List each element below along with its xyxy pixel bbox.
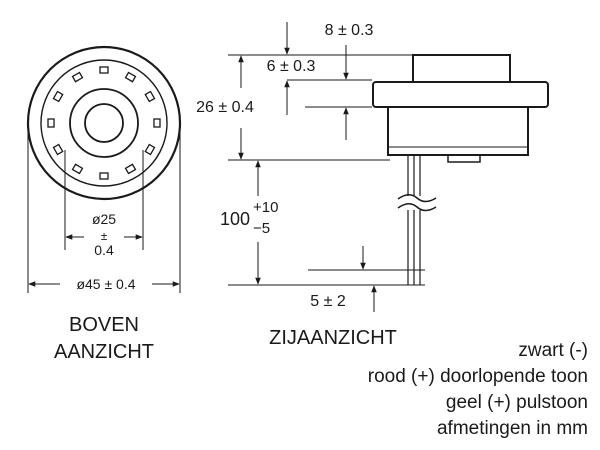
rim-slot	[124, 71, 137, 83]
wire-legend: zwart (-) rood (+) doorlopende toon geel…	[368, 340, 588, 439]
dim-top-cap: 8 ± 0.3	[325, 22, 374, 39]
rim-slot	[71, 163, 84, 175]
flange	[372, 81, 549, 108]
dim-lead-plus: +10	[253, 199, 278, 216]
rim-slot	[144, 90, 156, 103]
dim-inner-tolerance: 0.4	[94, 242, 114, 258]
legend-yellow-wire: geel (+) pulstoon	[446, 392, 588, 413]
dim-lead-base: 100	[220, 209, 250, 229]
lead-exit-block	[447, 154, 481, 163]
sound-hole-inner	[84, 103, 124, 143]
dim-inner-diameter: ø25	[92, 211, 116, 227]
dim-strip-length: 5 ± 2	[310, 293, 346, 310]
break-symbol-lower	[397, 203, 437, 212]
side-view	[228, 22, 549, 312]
top-cap	[412, 54, 511, 83]
dim-total-height: 26 ± 0.4	[196, 99, 254, 116]
rim-slot	[71, 71, 84, 83]
housing-body	[387, 106, 529, 156]
side-view-caption: ZIJAANZICHT	[269, 327, 397, 349]
dim-flange: 6 ± 0.3	[267, 58, 316, 75]
rim-slot	[153, 118, 161, 128]
rim-slots	[47, 66, 161, 180]
rim-slot	[124, 163, 137, 175]
legend-black-wire: zwart (-)	[518, 340, 588, 361]
top-view-caption-line1: BOVEN	[69, 314, 139, 336]
break-symbol-upper	[397, 194, 437, 203]
dim-lead-minus: −5	[253, 220, 270, 237]
rim-slot	[52, 143, 64, 156]
rim-slot	[52, 90, 64, 103]
legend-units: afmetingen in mm	[437, 418, 588, 439]
rim-slot	[144, 143, 156, 156]
legend-red-wire: rood (+) doorlopende toon	[368, 366, 588, 387]
break-gap	[396, 196, 436, 210]
inner-rim-circle	[40, 59, 168, 187]
top-view	[26, 45, 182, 293]
rim-slot	[47, 118, 55, 128]
rim-slot	[99, 172, 109, 180]
rim-slot	[99, 66, 109, 74]
dim-outer-diameter: ø45 ± 0.4	[76, 276, 135, 292]
top-view-caption-line2: AANZICHT	[54, 341, 154, 363]
sound-hole-outer	[69, 88, 139, 158]
outer-rim-circle	[26, 45, 182, 201]
dim-inner-plusminus: ±	[101, 229, 108, 243]
